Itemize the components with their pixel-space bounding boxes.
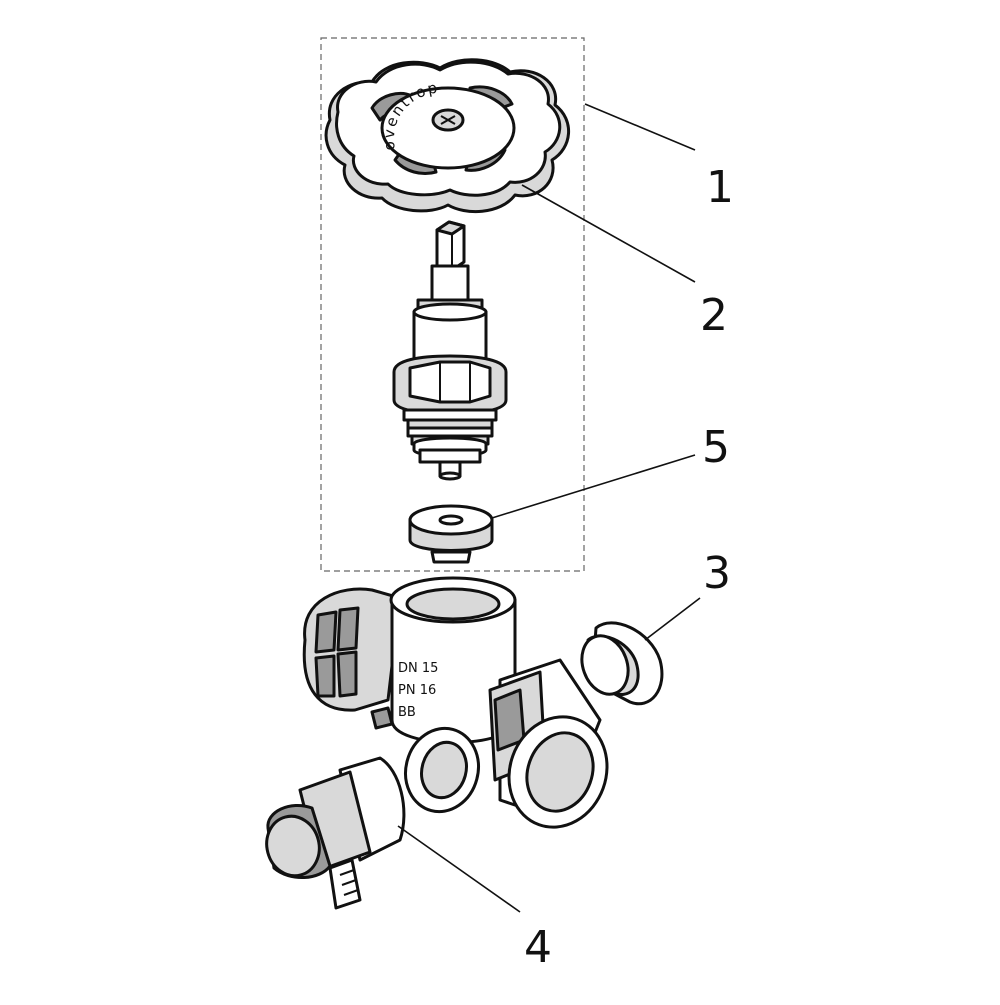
plug-part [580, 621, 664, 706]
body-marking-2: PN 16 [398, 683, 436, 698]
assembly-frame [320, 37, 585, 572]
valve-body: DN 15 PN 16 BB [302, 576, 609, 829]
callout-5: 5 [702, 422, 730, 473]
callout-1: 1 [706, 162, 734, 213]
leader-line-5 [491, 454, 696, 519]
leader-line-4 [397, 825, 521, 913]
leader-line-2 [521, 184, 696, 283]
callout-3: 3 [703, 548, 731, 599]
handwheel-part: oventrop [324, 58, 571, 214]
drain-valve-part [265, 756, 406, 910]
callout-4: 4 [524, 922, 552, 973]
leader-line-1 [584, 103, 696, 151]
body-marking-1: DN 15 [398, 661, 438, 676]
callout-2: 2 [700, 290, 728, 341]
valve-disc-part [408, 504, 494, 564]
body-marking-3: BB [398, 705, 416, 720]
leader-line-3 [644, 597, 701, 641]
valve-insert-part [392, 220, 508, 481]
